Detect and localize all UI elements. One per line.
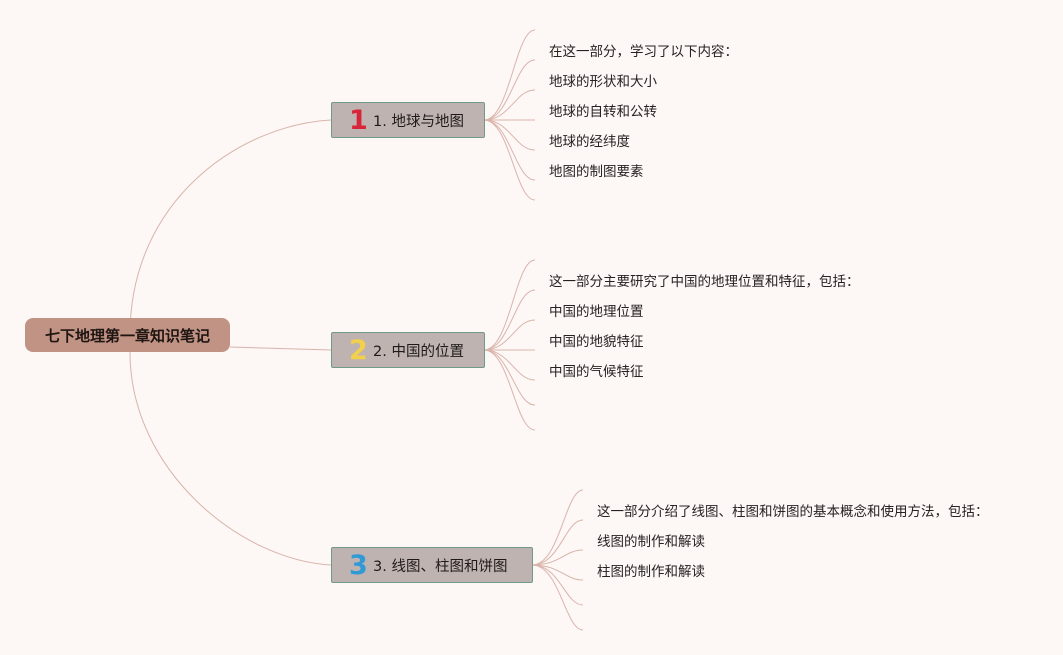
leaf-1-3[interactable]: 地球的自转和公转	[549, 104, 657, 120]
fan-branch-1-line-5	[483, 119, 536, 151]
leaf-1-5[interactable]: 地图的制图要素	[549, 164, 644, 180]
branch-topic-2[interactable]: 2 2. 中国的位置	[331, 332, 485, 368]
leaf-1-2[interactable]: 地球的形状和大小	[549, 74, 657, 90]
connector-root-branch-2	[229, 346, 332, 351]
fan-branch-3-line-3	[531, 549, 584, 566]
leaf-1-4[interactable]: 地球的经纬度	[549, 134, 630, 150]
connector-root-branch-3	[129, 351, 332, 566]
branch-topic-3-label: 3. 线图、柱图和饼图	[373, 558, 508, 575]
number-1-badge-icon: 1	[349, 104, 368, 136]
root-topic[interactable]: 七下地理第一章知识笔记	[25, 318, 230, 352]
fan-branch-2-line-5	[483, 349, 536, 381]
number-2-badge-icon: 2	[349, 334, 368, 366]
connector-root-branch-1	[129, 119, 332, 336]
root-topic-label: 七下地理第一章知识笔记	[44, 326, 210, 345]
fan-branch-1-line-6	[483, 119, 536, 181]
fan-branch-2-line-2	[483, 289, 536, 351]
fan-branch-1-line-7	[483, 119, 536, 201]
branch-topic-1[interactable]: 1 1. 地球与地图	[331, 102, 485, 138]
leaf-3-3[interactable]: 柱图的制作和解读	[597, 564, 705, 580]
fan-branch-2-line-1	[483, 259, 536, 351]
fan-branch-3-line-2	[531, 519, 584, 566]
leaf-3-2[interactable]: 线图的制作和解读	[597, 534, 705, 550]
branch-topic-2-label: 2. 中国的位置	[373, 343, 464, 360]
branch-topic-3[interactable]: 3 3. 线图、柱图和饼图	[331, 547, 533, 583]
fan-branch-3-line-6	[531, 564, 584, 631]
leaf-1-1[interactable]: 在这一部分，学习了以下内容：	[549, 44, 738, 60]
fan-branch-2-line-7	[483, 349, 536, 431]
fan-branch-3-line-1	[531, 489, 584, 566]
fan-branch-2-line-6	[483, 349, 536, 406]
fan-branch-3-line-5	[531, 564, 584, 606]
fan-branch-1-line-2	[483, 59, 536, 121]
leaf-2-2[interactable]: 中国的地理位置	[549, 304, 644, 320]
leaf-3-1[interactable]: 这一部分介绍了线图、柱图和饼图的基本概念和使用方法，包括：	[597, 504, 989, 520]
branch-topic-1-label: 1. 地球与地图	[373, 113, 464, 130]
fan-branch-2-line-3	[483, 319, 536, 351]
leaf-2-3[interactable]: 中国的地貌特征	[549, 334, 644, 350]
fan-branch-1-line-3	[483, 89, 536, 121]
fan-branch-1-line-1	[483, 29, 536, 121]
leaf-2-4[interactable]: 中国的气候特征	[549, 364, 644, 380]
leaf-2-1[interactable]: 这一部分主要研究了中国的地理位置和特征，包括：	[549, 274, 860, 290]
number-3-badge-icon: 3	[349, 549, 368, 581]
